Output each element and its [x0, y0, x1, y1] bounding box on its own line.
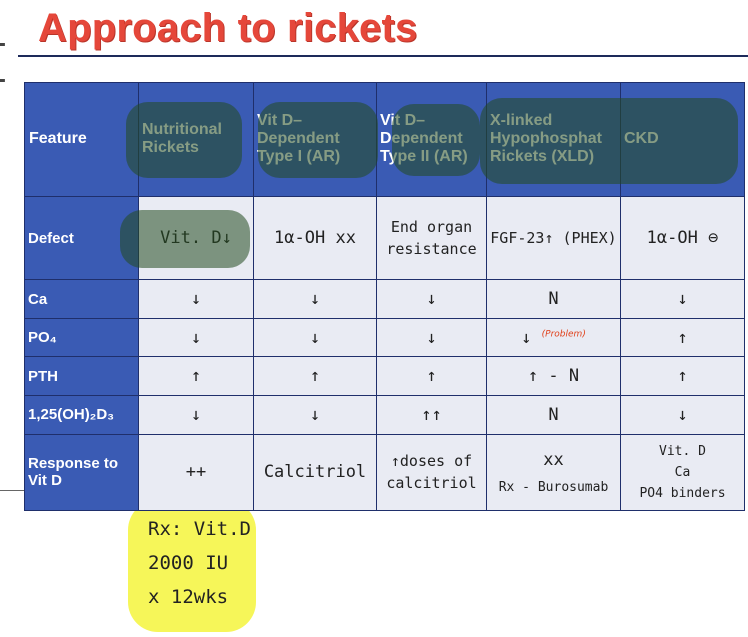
table-cell: N	[486, 279, 621, 319]
table-cell-value: Vit. D	[659, 443, 706, 459]
table-cell: ↓	[376, 317, 487, 358]
rx-note: Rx: Vit.D 2000 IU x 12wks	[148, 512, 251, 614]
table-cell: Vit. D↓	[138, 195, 254, 281]
table-cell: Calcitriol	[253, 433, 377, 512]
header-ckd: CKD	[620, 82, 745, 197]
table-cell: 1α-OH ⊖	[620, 195, 745, 281]
table-cell: ↑ - N	[486, 356, 621, 397]
row-label-ca: Ca	[24, 279, 139, 319]
rx-line: Rx: Vit.D	[148, 518, 251, 540]
table-cell: ↓	[376, 279, 487, 319]
table-cell: ↓	[620, 279, 745, 319]
table-cell-value: PO4 binders	[639, 485, 726, 501]
table-cell: ↓	[253, 317, 377, 358]
header-vitd-dependent-type1: Vit D– Dependent Type I (AR)	[253, 82, 377, 197]
table-cell: 1α-OH xx	[253, 195, 377, 281]
title-divider	[18, 55, 748, 57]
highlight-stroke	[128, 500, 256, 632]
table-cell: ↓	[138, 395, 254, 435]
table-cell: N	[486, 395, 621, 435]
table-cell: ↓	[253, 279, 377, 319]
table-cell-value: xx	[543, 449, 564, 470]
table-cell: ↑↑	[376, 395, 487, 435]
table-cell: ↑	[620, 317, 745, 358]
table-cell: ↓	[620, 395, 745, 435]
header-vitd-dependent-type2: Vit D– Dependent Type II (AR)	[376, 82, 487, 197]
rx-line: 2000 IU	[148, 552, 229, 574]
row-label-po4: PO₄	[24, 317, 139, 358]
table-cell: ↑doses of calcitriol	[376, 433, 487, 512]
table-cell: ↓	[138, 317, 254, 358]
table-cell: ↑	[620, 356, 745, 397]
table-cell: FGF-23↑ (PHEX)	[486, 195, 621, 281]
rickets-table: Feature Nutritional Rickets Vit D– Depen…	[24, 82, 745, 512]
table-cell: ↓	[138, 279, 254, 319]
left-margin-line	[0, 490, 24, 491]
row-label-defect: Defect	[24, 195, 139, 281]
table-cell: ↓	[253, 395, 377, 435]
table-cell: ↓ (Problem)	[486, 317, 621, 358]
row-label-calcitriol-level: 1,25(OH)₂D₃	[24, 395, 139, 435]
table-cell: Vit. D Ca PO4 binders	[620, 433, 745, 512]
table-cell: ++	[138, 433, 254, 512]
table-cell: ↑	[253, 356, 377, 397]
table-cell: End organ resistance	[376, 195, 487, 281]
rx-line: x 12wks	[148, 586, 229, 608]
header-feature: Feature	[24, 82, 139, 197]
handwritten-annotation: Rx - Burosumab	[498, 479, 609, 495]
table-cell: ↑	[376, 356, 487, 397]
table-cell: ↑	[138, 356, 254, 397]
row-label-pth: PTH	[24, 356, 139, 397]
table-cell: xx Rx - Burosumab	[486, 433, 621, 512]
slide-title: Approach to rickets	[38, 6, 418, 50]
row-label-response-to-vitd: Response to Vit D	[24, 433, 139, 512]
cropped-glyph: [	[0, 36, 9, 87]
table-cell-value: Ca	[674, 464, 691, 480]
header-nutritional-rickets: Nutritional Rickets	[138, 82, 254, 197]
header-x-linked-hypophosphatemic: X-linked Hypophosphat Rickets (XLD)	[486, 82, 621, 197]
handwritten-annotation: (Problem)	[541, 329, 586, 339]
table-cell-value: ↓	[521, 327, 532, 348]
